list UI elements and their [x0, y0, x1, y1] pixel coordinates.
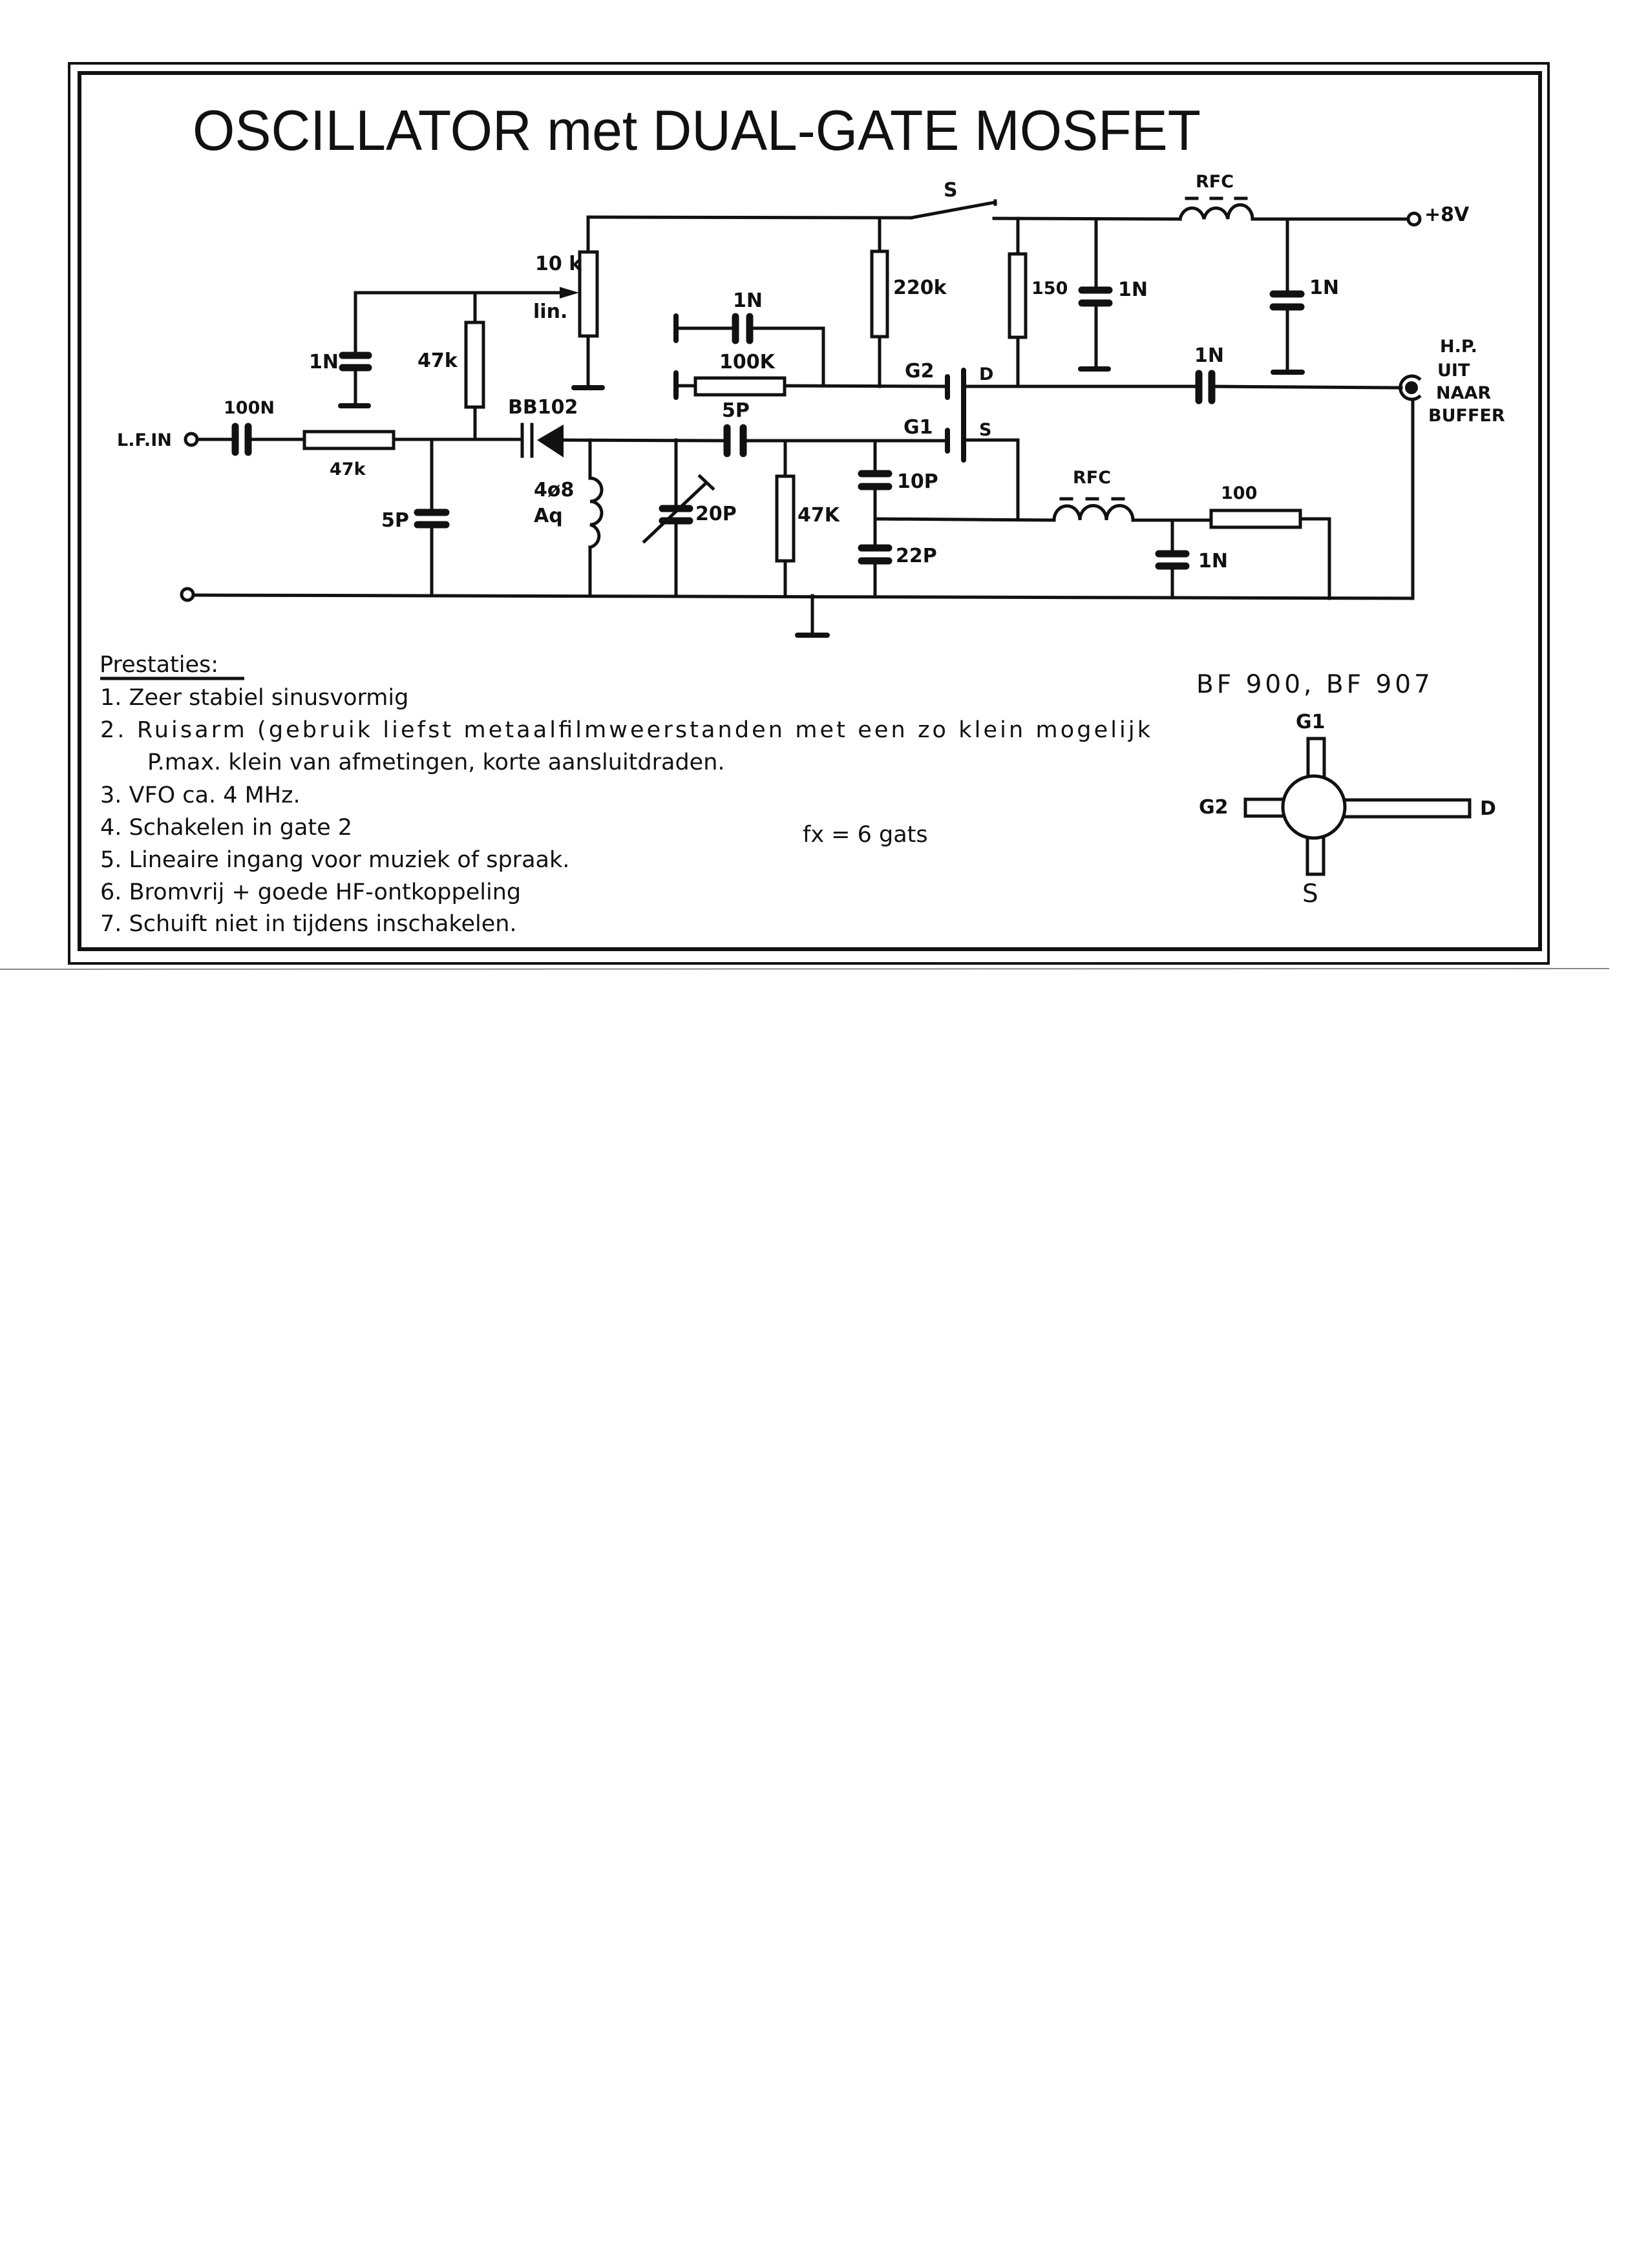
inner-frame	[78, 71, 1542, 951]
r-220k-label: 220k	[893, 277, 947, 299]
r-100k-gate2-label: 100K	[719, 351, 776, 373]
c-1n-bias-label: 1N	[309, 351, 339, 373]
source-label: S	[979, 420, 991, 440]
pin-d-lead	[1341, 798, 1472, 819]
switch-label: S	[944, 179, 958, 202]
outer-frame	[68, 62, 1550, 965]
wires	[190, 200, 1415, 637]
fx-note: fx = 6 gats	[803, 822, 928, 848]
c-5p-input-label: 5P	[381, 509, 409, 532]
note-item-1: 1. Zeer stabiel sinusvormig	[100, 685, 408, 711]
note-item-6: 6. Bromvrij + goede HF-ontkoppeling	[100, 879, 521, 905]
r-47k-series-label: 47k	[330, 459, 366, 479]
resistor-150	[1008, 252, 1028, 339]
capacitor-1n-supply	[1269, 290, 1305, 375]
capacitor-1n-output	[1195, 370, 1216, 404]
output-label-2: UIT	[1437, 361, 1470, 381]
pin-g2-label: G2	[1199, 796, 1229, 819]
coil-inductor	[587, 476, 604, 550]
r-150-label: 150	[1031, 278, 1068, 299]
pin-s-label: S	[1302, 879, 1322, 908]
page-title: OSCILLATOR met DUAL-GATE MOSFET	[193, 98, 1201, 162]
capacitor-5p-input	[414, 509, 450, 529]
resistor-47k-series	[302, 430, 396, 450]
output-label-4: BUFFER	[1428, 406, 1505, 426]
rfc-supply-choke	[1178, 196, 1254, 221]
pin-g2-lead	[1243, 797, 1286, 818]
rfc-source-choke	[1052, 497, 1135, 522]
note-item-2: 2. Ruisarm (gebruik liefst metaalfilmwee…	[100, 717, 1151, 743]
output-label-3: NAAR	[1436, 383, 1491, 403]
rfc-source-label: RFC	[1073, 468, 1111, 488]
c-22p-label: 22P	[896, 545, 937, 567]
note-item-3: 3. VFO ca. 4 MHz.	[100, 782, 301, 808]
c-1n-gate2-label: 1N	[733, 289, 763, 312]
capacitor-22p	[858, 544, 893, 565]
c-100n-label: 100N	[224, 398, 275, 418]
trimmer-label: 20P	[695, 503, 737, 525]
supply-terminal[interactable]	[1406, 211, 1422, 227]
mosfet-pinout-diagram: BF 900, BF 907 G1 G2 D S	[1196, 670, 1496, 908]
component-labels: L.F.IN 100N 47k 5P 1N 47k 10 k lin. BB10…	[117, 172, 1505, 572]
c-1n-drain-label: 1N	[1118, 278, 1148, 301]
wiper-arrow-icon	[560, 287, 579, 299]
coil-label-1: 4ø8	[534, 479, 574, 501]
r-100-source-label: 100	[1221, 483, 1257, 503]
c-1n-supply-label: 1N	[1309, 277, 1339, 299]
capacitor-1n-source	[1155, 550, 1190, 570]
capacitor-100n	[231, 423, 252, 456]
pin-g1-label: G1	[1296, 711, 1326, 733]
resistor-100-source	[1209, 509, 1302, 529]
package-body	[1281, 774, 1347, 840]
capacitor-5p-coupling	[723, 424, 747, 457]
potentiometer-10k[interactable]	[560, 250, 605, 390]
pin-s-lead	[1305, 835, 1326, 876]
r-47k-bias-label: 47k	[417, 350, 458, 372]
pin-g1-lead	[1306, 737, 1326, 781]
note-item-2-continued: P.max. klein van afmetingen, korte aansl…	[147, 750, 725, 775]
r-47k-gate1-label: 47K	[798, 504, 841, 527]
resistor-220k	[870, 249, 889, 339]
coil-label-2: Aq	[534, 505, 563, 527]
pot-taper-label: lin.	[533, 300, 567, 323]
output-label-1: H.P.	[1440, 337, 1477, 357]
dual-gate-mosfet	[945, 368, 966, 463]
capacitor-10p	[858, 470, 893, 490]
varicap-label: BB102	[508, 396, 578, 419]
pot-value-label: 10 k	[535, 253, 582, 275]
rfc-supply-label: RFC	[1196, 172, 1234, 192]
hf-output-jack[interactable]	[1399, 374, 1422, 401]
varicap-diode-bb102	[520, 423, 564, 458]
supply-label: +8V	[1424, 204, 1470, 226]
note-item-4: 4. Schakelen in gate 2	[100, 815, 352, 841]
c-1n-source-label: 1N	[1198, 550, 1228, 572]
lf-in-terminal[interactable]	[184, 432, 199, 447]
performance-notes: Prestaties: 1. Zeer stabiel sinusvormig …	[100, 652, 1151, 937]
capacitor-1n-gate2	[673, 313, 754, 344]
lf-in-label: L.F.IN	[117, 430, 172, 450]
resistor-47k-bias	[464, 320, 485, 409]
ground-in-terminal[interactable]	[180, 587, 195, 602]
gate1-label: G1	[903, 416, 933, 439]
resistor-47k-gate1	[775, 474, 796, 563]
drain-label: D	[979, 364, 993, 384]
gate2-label: G2	[905, 360, 935, 383]
c-10p-label: 10P	[897, 470, 938, 493]
note-item-7: 7. Schuift niet in tijdens inschakelen.	[100, 911, 517, 937]
capacitor-1n-drain	[1078, 286, 1113, 372]
note-item-5: 5. Lineaire ingang voor muziek of spraak…	[100, 847, 569, 873]
notes-heading: Prestaties:	[100, 652, 218, 678]
c-1n-output-label: 1N	[1194, 344, 1224, 367]
capacitor-1n-bias	[338, 352, 372, 408]
pinout-title: BF 900, BF 907	[1196, 670, 1433, 699]
c-5p-coupling-label: 5P	[722, 399, 750, 422]
pin-d-label: D	[1480, 797, 1496, 820]
trimmer-capacitor-20p[interactable]	[642, 474, 715, 544]
resistor-100k-gate2	[673, 370, 787, 400]
